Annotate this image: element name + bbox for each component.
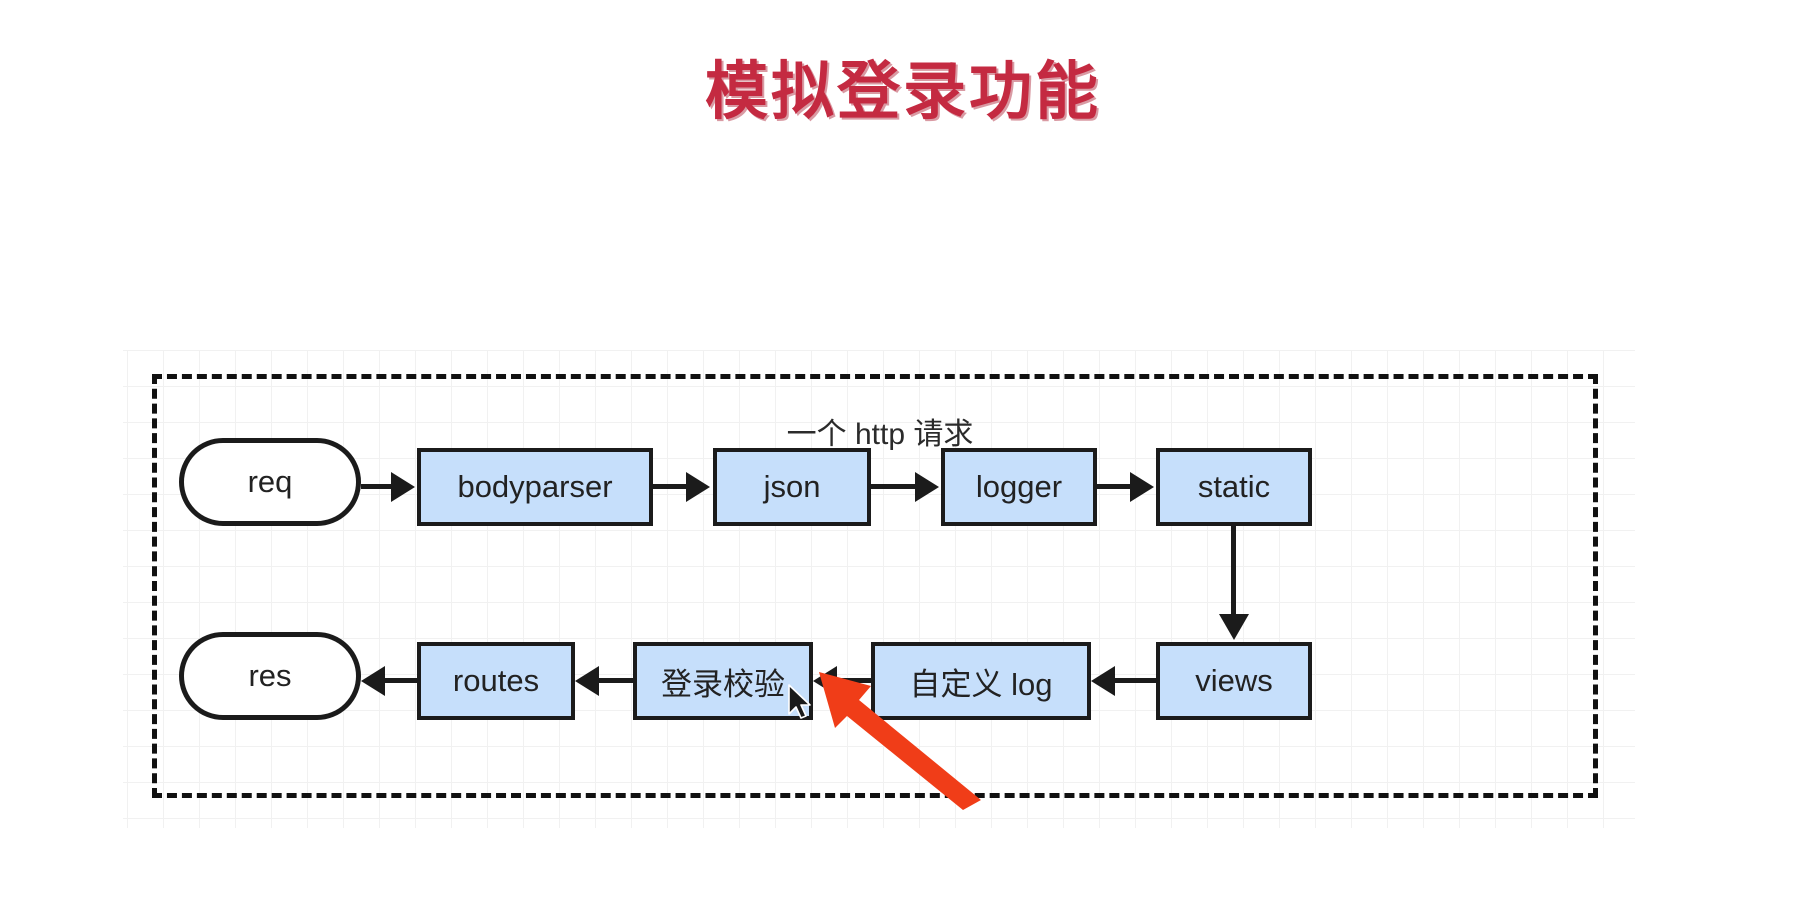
node-req[interactable]: req xyxy=(179,438,361,526)
node-login-check[interactable]: 登录校验 xyxy=(633,642,813,720)
http-request-frame: 一个 http 请求 xyxy=(152,374,1598,798)
node-static[interactable]: static xyxy=(1156,448,1312,526)
frame-label: 一个 http 请求 xyxy=(786,418,974,451)
node-views[interactable]: views xyxy=(1156,642,1312,720)
node-custom-log[interactable]: 自定义 log xyxy=(871,642,1091,720)
node-routes[interactable]: routes xyxy=(417,642,575,720)
node-bodyparser[interactable]: bodyparser xyxy=(417,448,653,526)
node-res[interactable]: res xyxy=(179,632,361,720)
node-logger[interactable]: logger xyxy=(941,448,1097,526)
title-bar: 模拟登录功能 xyxy=(0,0,1806,185)
node-json[interactable]: json xyxy=(713,448,871,526)
diagram-canvas: 一个 http 请求 req bodyparser json logger st… xyxy=(123,350,1635,828)
page-title: 模拟登录功能 xyxy=(705,57,1101,127)
